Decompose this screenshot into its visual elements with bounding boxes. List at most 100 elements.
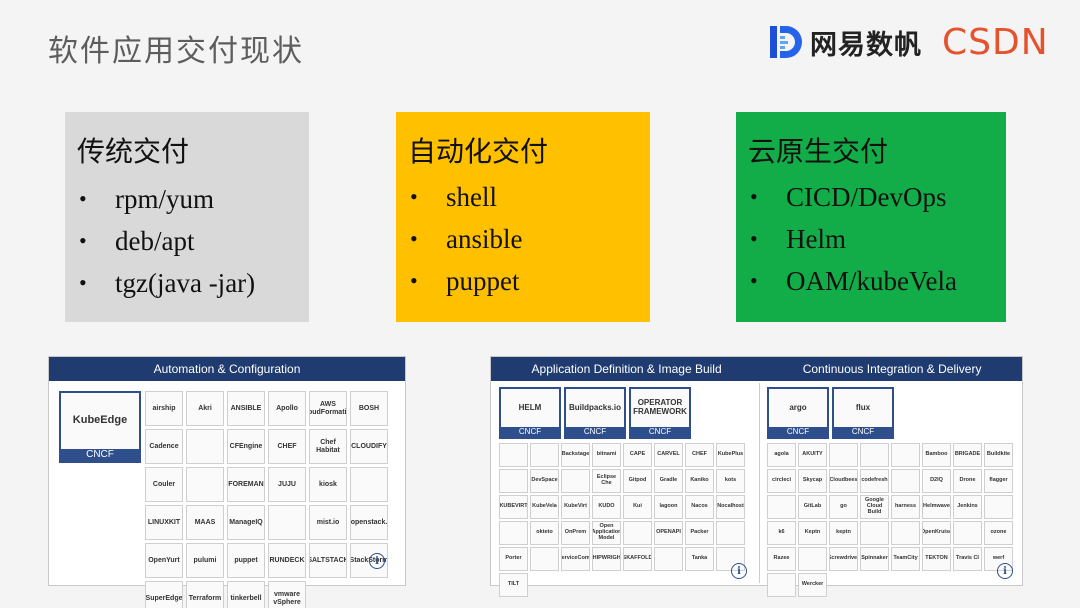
landscape-tile[interactable]: tinkerbell: [227, 581, 265, 608]
landscape-tile[interactable]: TILT: [499, 573, 528, 597]
landscape-tile[interactable]: Terraform: [186, 581, 224, 608]
landscape-tile[interactable]: vmware vSphere: [268, 581, 306, 608]
landscape-tile[interactable]: CHEF: [685, 443, 714, 467]
landscape-tile[interactable]: Couler: [145, 467, 183, 502]
landscape-tile[interactable]: [186, 429, 224, 464]
landscape-tile[interactable]: [891, 443, 920, 467]
landscape-tile[interactable]: Tanka: [685, 547, 714, 571]
landscape-tile[interactable]: openstack.: [350, 505, 388, 540]
landscape-tile[interactable]: Backstage: [561, 443, 590, 467]
landscape-tile[interactable]: [716, 547, 745, 571]
landscape-tile[interactable]: CLOUDIFY: [350, 429, 388, 464]
landscape-tile[interactable]: [654, 547, 683, 571]
landscape-tile[interactable]: CFEngine: [227, 429, 265, 464]
landscape-tile[interactable]: [623, 521, 652, 545]
landscape-tile[interactable]: Travis CI: [953, 547, 982, 571]
landscape-tile[interactable]: SHIPWRIGHT: [592, 547, 621, 571]
landscape-tile[interactable]: OnPrem: [561, 521, 590, 545]
landscape-tile[interactable]: kots: [716, 469, 745, 493]
landscape-tile[interactable]: MAAS: [186, 505, 224, 540]
landscape-tile[interactable]: JUJU: [268, 467, 306, 502]
landscape-tile[interactable]: ozone: [984, 521, 1013, 545]
landscape-tile[interactable]: Buildkite: [984, 443, 1013, 467]
landscape-tile[interactable]: Drone: [953, 469, 982, 493]
landscape-tile[interactable]: [716, 521, 745, 545]
landscape-tile[interactable]: Bamboo: [922, 443, 951, 467]
landscape-tile[interactable]: Akri: [186, 391, 224, 426]
landscape-tile[interactable]: Gradle: [654, 469, 683, 493]
landscape-tile[interactable]: [499, 469, 528, 493]
landscape-tile[interactable]: Kui: [623, 495, 652, 519]
landscape-tile[interactable]: GitLab: [798, 495, 827, 519]
landscape-tile[interactable]: Skycap: [798, 469, 827, 493]
landscape-tile[interactable]: pulumi: [186, 543, 224, 578]
landscape-tile[interactable]: AKUITY: [798, 443, 827, 467]
landscape-tile[interactable]: CAPE: [623, 443, 652, 467]
landscape-tile[interactable]: KUDO: [592, 495, 621, 519]
landscape-tile[interactable]: [767, 573, 796, 597]
landscape-tile[interactable]: Nocalhost: [716, 495, 745, 519]
landscape-tile[interactable]: circleci: [767, 469, 796, 493]
landscape-tile[interactable]: ManageIQ: [227, 505, 265, 540]
landscape-tile[interactable]: DevSpace: [530, 469, 559, 493]
landscape-tile[interactable]: SKAFFOLD: [623, 547, 652, 571]
landscape-tile[interactable]: KubeVela: [530, 495, 559, 519]
landscape-tile[interactable]: SuperEdge: [145, 581, 183, 608]
landscape-tile[interactable]: puppet: [227, 543, 265, 578]
landscape-tile[interactable]: airship: [145, 391, 183, 426]
landscape-tile[interactable]: D2IQ: [922, 469, 951, 493]
landscape-tile[interactable]: [891, 521, 920, 545]
landscape-tile[interactable]: TeamCity: [891, 547, 920, 571]
landscape-tile[interactable]: Wercker: [798, 573, 827, 597]
landscape-tile[interactable]: Google Cloud Build: [860, 495, 889, 519]
landscape-tile[interactable]: [829, 443, 858, 467]
landscape-tile[interactable]: [860, 521, 889, 545]
landscape-tile[interactable]: [860, 443, 889, 467]
landscape-tile[interactable]: [350, 467, 388, 502]
landscape-tile[interactable]: [767, 495, 796, 519]
landscape-tile[interactable]: OPENAPI: [654, 521, 683, 545]
landscape-tile[interactable]: [530, 547, 559, 571]
landscape-tile[interactable]: mist.io: [309, 505, 347, 540]
landscape-tile[interactable]: Kaniko: [685, 469, 714, 493]
landscape-tile[interactable]: ANSIBLE: [227, 391, 265, 426]
landscape-tile[interactable]: BRIGADE: [953, 443, 982, 467]
landscape-tile[interactable]: Packer: [685, 521, 714, 545]
landscape-tile[interactable]: [268, 505, 306, 540]
landscape-tile[interactable]: LINUXKIT: [145, 505, 183, 540]
landscape-tile[interactable]: [953, 521, 982, 545]
landscape-tile[interactable]: OpenKruise: [922, 521, 951, 545]
landscape-tile[interactable]: KubePlus: [716, 443, 745, 467]
landscape-tile[interactable]: keptn: [829, 521, 858, 545]
landscape-tile[interactable]: [561, 469, 590, 493]
landscape-tile[interactable]: [798, 547, 827, 571]
info-icon[interactable]: i: [369, 553, 385, 569]
landscape-tile[interactable]: CHEF: [268, 429, 306, 464]
landscape-tile[interactable]: Cadence: [145, 429, 183, 464]
landscape-tile[interactable]: Cloudbees: [829, 469, 858, 493]
landscape-tile[interactable]: RUNDECK: [268, 543, 306, 578]
landscape-tile[interactable]: lagoon: [654, 495, 683, 519]
info-icon[interactable]: i: [731, 563, 747, 579]
landscape-tile[interactable]: k6: [767, 521, 796, 545]
landscape-tile[interactable]: Gitpod: [623, 469, 652, 493]
landscape-tile[interactable]: [499, 521, 528, 545]
landscape-tile[interactable]: go: [829, 495, 858, 519]
landscape-tile[interactable]: BOSH: [350, 391, 388, 426]
landscape-tile[interactable]: Screwdriver: [829, 547, 858, 571]
landscape-tile[interactable]: kiosk: [309, 467, 347, 502]
landscape-tile[interactable]: Eclipse Che: [592, 469, 621, 493]
landscape-tile[interactable]: OpenYurt: [145, 543, 183, 578]
landscape-tile[interactable]: Nacos: [685, 495, 714, 519]
landscape-tile[interactable]: SALTSTACK: [309, 543, 347, 578]
landscape-tile[interactable]: [499, 443, 528, 467]
landscape-tile[interactable]: Porter: [499, 547, 528, 571]
landscape-tile[interactable]: agola: [767, 443, 796, 467]
landscape-tile[interactable]: Spinnaker: [860, 547, 889, 571]
info-icon[interactable]: i: [997, 563, 1013, 579]
landscape-tile[interactable]: okteto: [530, 521, 559, 545]
